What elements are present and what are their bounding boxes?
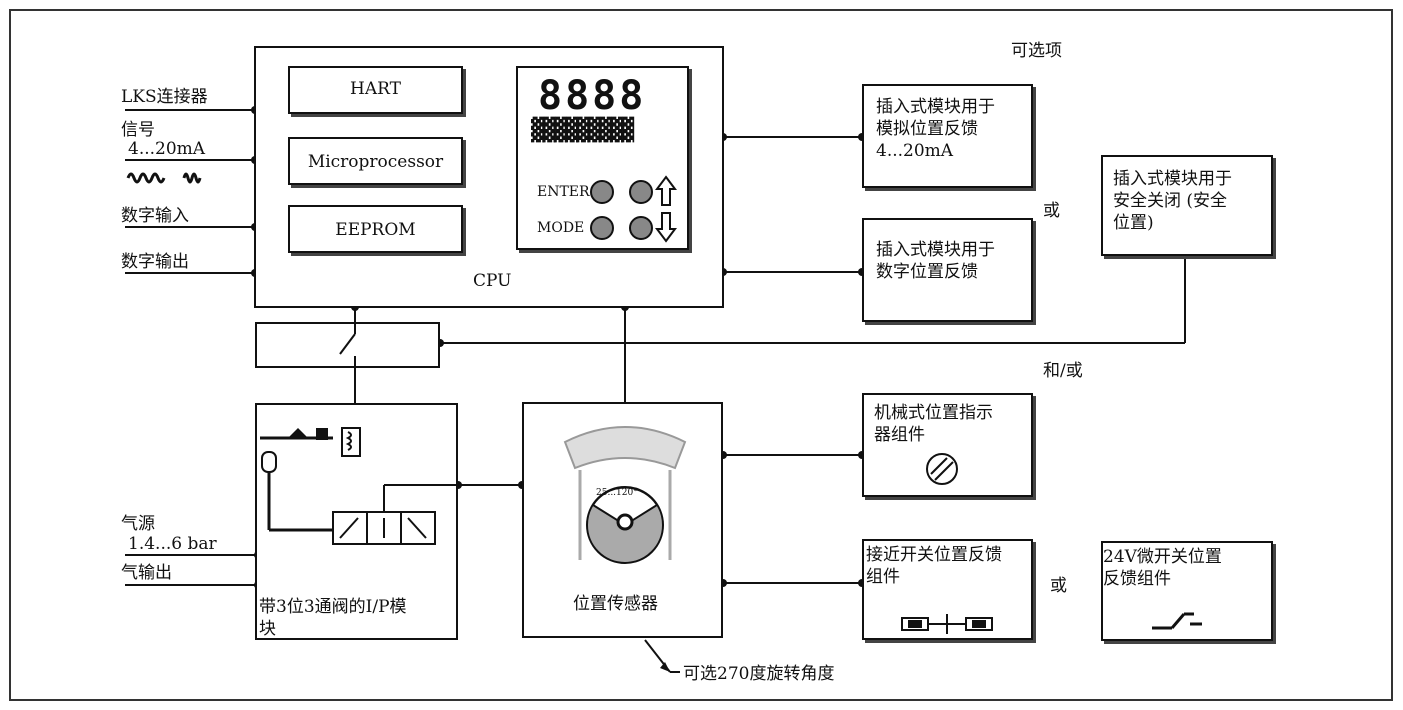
down-arrow-icon: [655, 212, 677, 243]
and-or-label: 和/或: [1043, 361, 1083, 381]
or-label-2: 或: [1050, 576, 1067, 596]
digital-feedback-module: [862, 218, 1033, 322]
down-button[interactable]: [629, 216, 653, 240]
microprocessor-block: [288, 137, 463, 185]
proximity-switch-icon: [901, 614, 993, 634]
ip-module-label: 带3位3通阀的I/P模 块: [259, 597, 407, 639]
air-supply-label: 气源: [121, 514, 155, 534]
microprocessor-label: Microprocessor: [307, 152, 444, 172]
display-matrix: ▓▓▓▓▓▓▓▓▓: [531, 118, 634, 143]
lks-connector-label: LKS连接器: [121, 87, 208, 107]
or-label-1: 或: [1043, 201, 1060, 221]
sensor-dial-label: 25...120°: [596, 488, 638, 498]
mode-button[interactable]: [590, 216, 614, 240]
hart-label: HART: [350, 79, 401, 99]
air-output-label: 气输出: [121, 563, 172, 583]
proximity-switch-label: 接近开关位置反馈 组件: [866, 545, 1002, 587]
digital-input-label: 数字输入: [121, 206, 189, 226]
display-digits: 8888: [538, 73, 647, 119]
switch-icon: [339, 322, 356, 368]
digital-feedback-label: 插入式模块用于 数字位置反馈: [876, 240, 995, 282]
up-button[interactable]: [629, 180, 653, 204]
air-range-label: 1.4...6 bar: [128, 534, 217, 554]
digital-output-label: 数字输出: [121, 252, 189, 272]
safety-shutdown-label: 插入式模块用于 安全关闭 (安全 位置): [1113, 169, 1232, 233]
mode-label: MODE: [537, 220, 585, 236]
safety-shutdown-module: [1101, 155, 1273, 256]
ip-valve-icon: [260, 427, 456, 545]
enter-button[interactable]: [590, 180, 614, 204]
analog-feedback-module: [862, 84, 1033, 188]
sensor-icon: [563, 426, 687, 564]
micro-switch-icon: [1152, 612, 1202, 630]
micro-switch-module: [1101, 541, 1273, 641]
eeprom-block: [288, 205, 463, 253]
cpu-label: CPU: [473, 271, 512, 291]
diagram-frame: [9, 9, 1393, 701]
sensor-label: 位置传感器: [573, 594, 658, 614]
indicator-dial-icon: [926, 453, 958, 485]
hart-block: [288, 66, 463, 114]
enter-label: ENTER: [537, 184, 590, 200]
sensor-rotation-note: 可选270度旋转角度: [683, 664, 835, 684]
options-title: 可选项: [1011, 41, 1062, 61]
signal-range-label: 4...20mA: [128, 139, 206, 159]
analog-feedback-label: 插入式模块用于 模拟位置反馈 4...20mA: [876, 97, 995, 161]
signal-label: 信号: [121, 120, 155, 140]
mechanical-indicator-label: 机械式位置指示 器组件: [874, 403, 993, 445]
micro-switch-label: 24V微开关位置 反馈组件: [1103, 547, 1222, 589]
switch-box: [255, 322, 440, 368]
up-arrow-icon: [655, 175, 677, 206]
eeprom-label: EEPROM: [335, 220, 416, 240]
